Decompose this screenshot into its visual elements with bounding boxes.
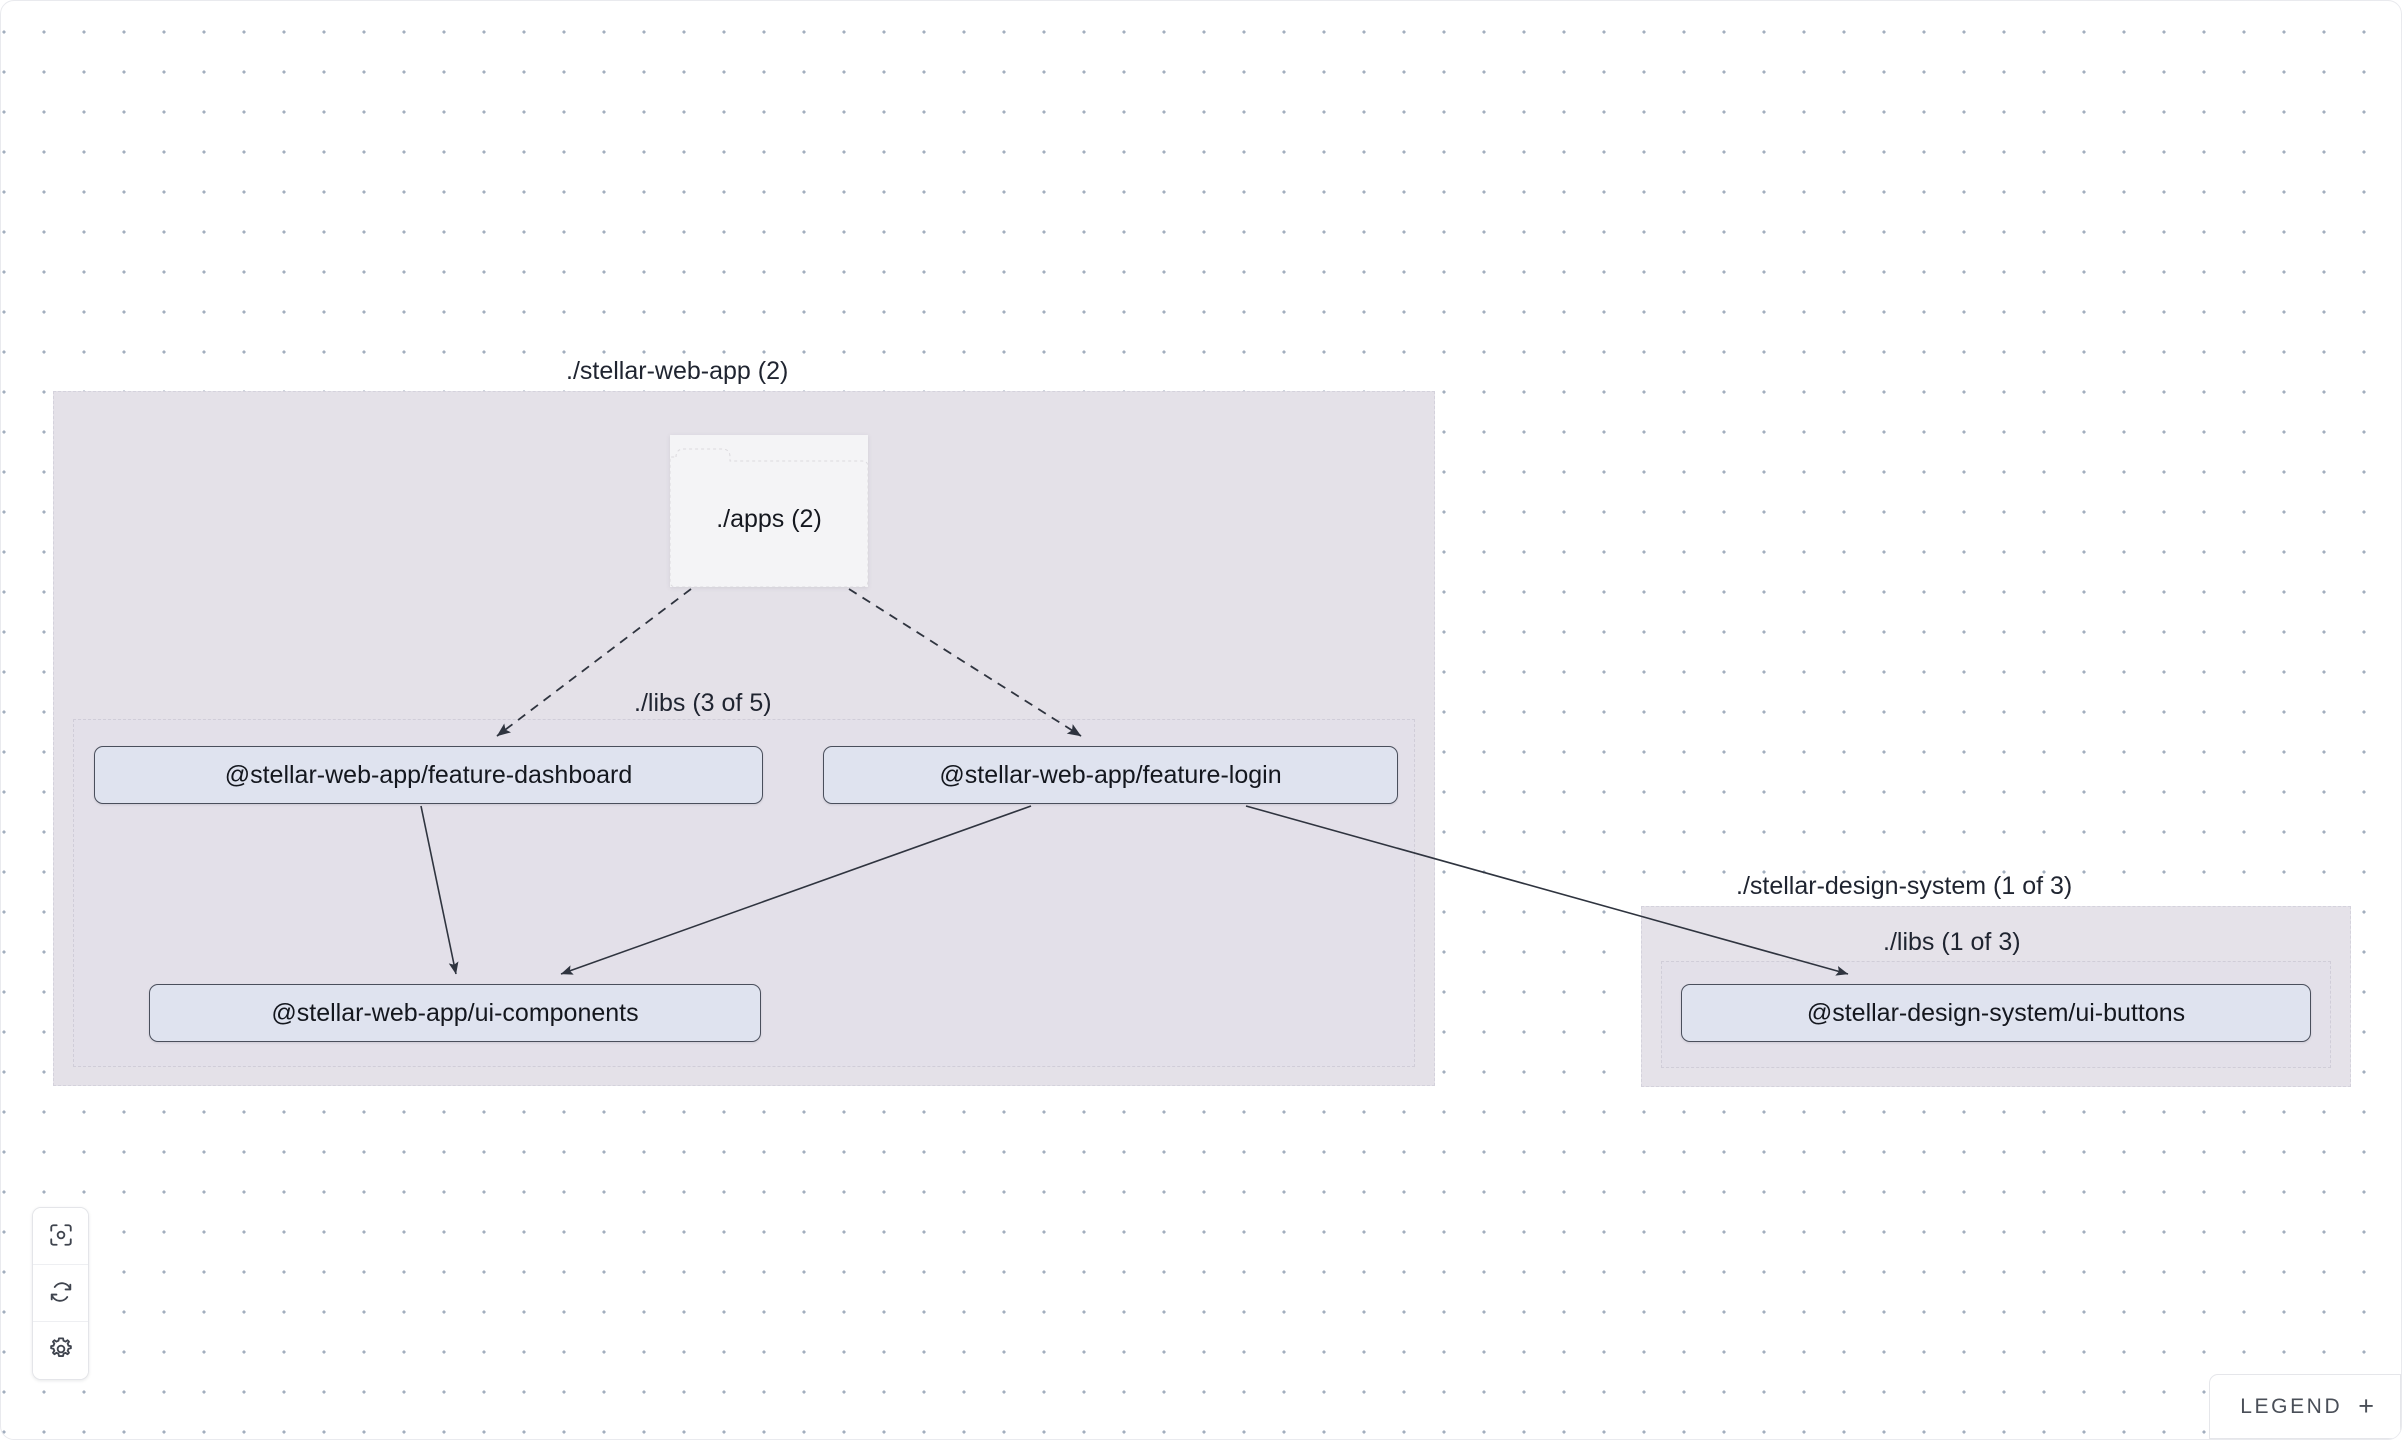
folder-icon	[670, 448, 868, 587]
focus-graph-button[interactable]	[33, 1208, 88, 1265]
gear-icon	[48, 1336, 74, 1365]
project-node-feature-dashboard[interactable]: @stellar-web-app/feature-dashboard	[94, 746, 763, 804]
project-node-label: @stellar-web-app/ui-components	[271, 998, 639, 1027]
project-node-label: @stellar-web-app/feature-login	[939, 760, 1282, 789]
legend-toggle[interactable]: LEGEND +	[2209, 1374, 2401, 1439]
group-label-stellar-design-system-libs: ./libs (1 of 3)	[1883, 928, 2021, 956]
group-label-stellar-design-system: ./stellar-design-system (1 of 3)	[1736, 872, 2073, 900]
view-toolbar	[32, 1207, 89, 1380]
group-label-stellar-web-app-libs: ./libs (3 of 5)	[634, 689, 772, 717]
group-label-stellar-web-app: ./stellar-web-app (2)	[566, 357, 789, 385]
project-node-feature-login[interactable]: @stellar-web-app/feature-login	[823, 746, 1398, 804]
legend-expand-icon[interactable]: +	[2358, 1391, 2374, 1421]
settings-button[interactable]	[33, 1322, 88, 1379]
project-node-ui-components[interactable]: @stellar-web-app/ui-components	[149, 984, 761, 1042]
refresh-icon	[48, 1279, 74, 1308]
refresh-button[interactable]	[33, 1265, 88, 1322]
legend-label: LEGEND	[2240, 1394, 2343, 1418]
project-node-ui-buttons[interactable]: @stellar-design-system/ui-buttons	[1681, 984, 2311, 1042]
folder-node-apps[interactable]: ./apps (2)	[670, 435, 868, 587]
project-node-label: @stellar-web-app/feature-dashboard	[224, 760, 633, 789]
project-node-label: @stellar-design-system/ui-buttons	[1806, 998, 2186, 1027]
focus-target-icon	[48, 1222, 74, 1251]
